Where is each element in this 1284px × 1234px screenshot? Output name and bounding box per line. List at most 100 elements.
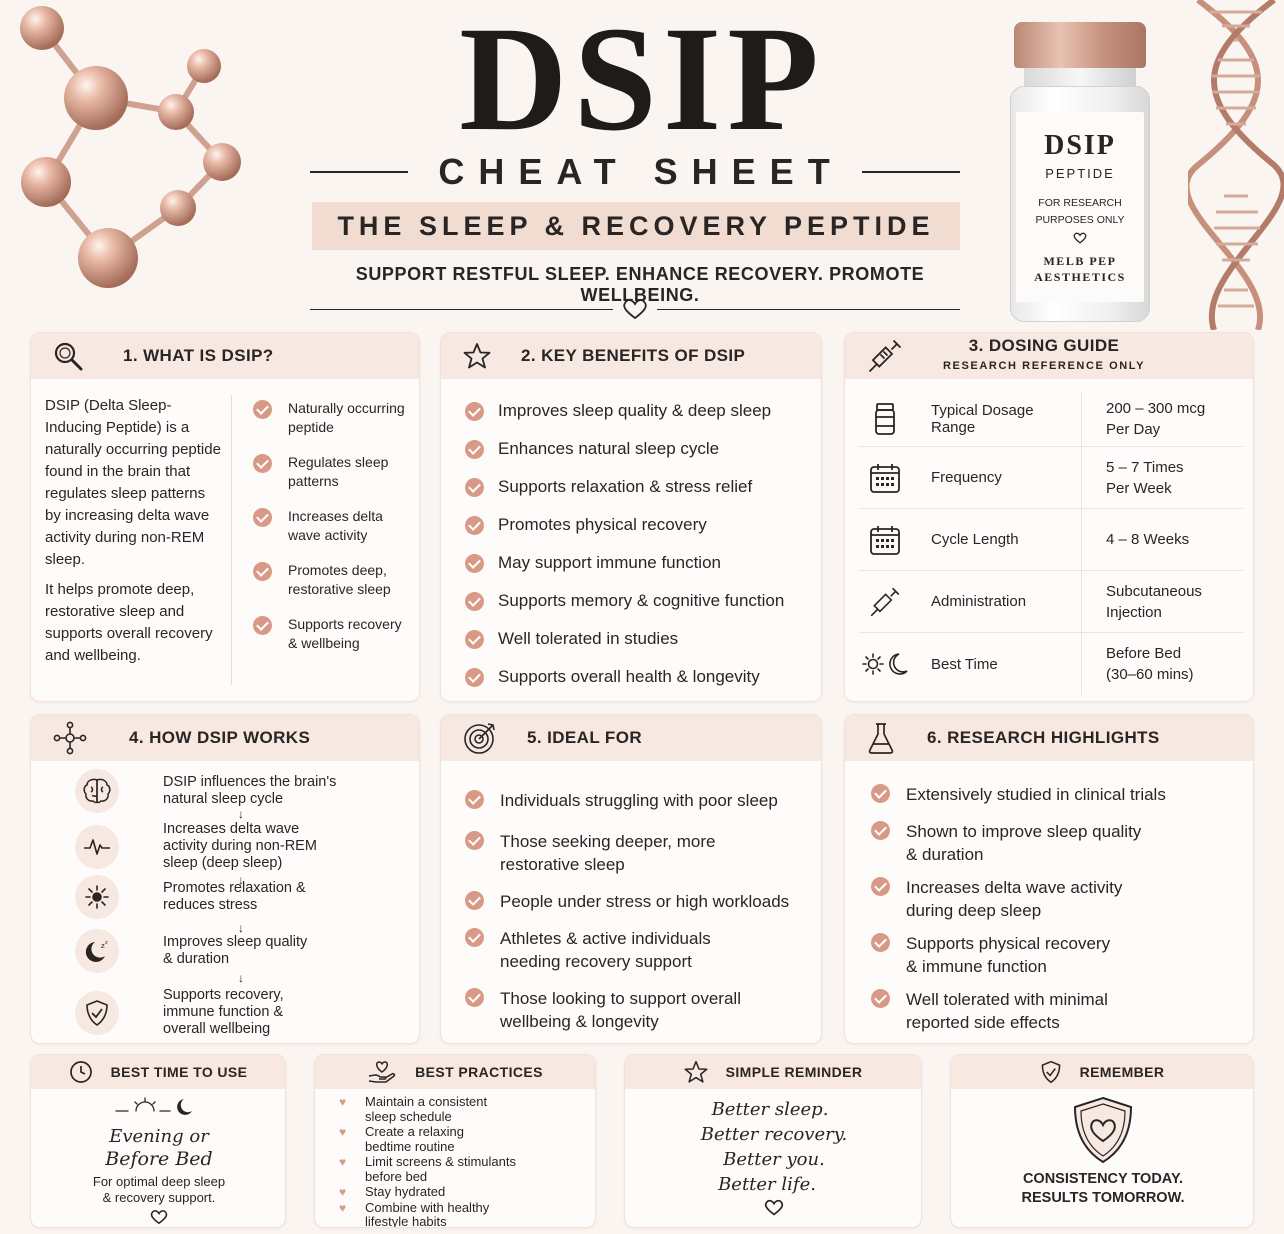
check-icon	[465, 928, 484, 947]
dose-label: Administration	[931, 593, 1027, 610]
arrow-down-icon: ↓	[238, 873, 244, 887]
tagline-band: THE SLEEP & RECOVERY PEPTIDE	[312, 202, 960, 250]
dose-label: Cycle Length	[931, 531, 1019, 548]
calm-icon	[85, 885, 109, 909]
vial-neck	[1024, 68, 1136, 90]
vial-icon	[875, 402, 895, 435]
check-icon	[871, 933, 890, 952]
dose-label: Typical Dosage Range	[931, 401, 1034, 436]
best-time-note: & recovery support.	[102, 1190, 216, 1205]
list-item: Promotes deep, restorative sleep	[253, 561, 419, 599]
clock-icon	[69, 1061, 92, 1083]
heart-bullet-icon: ♥	[339, 1185, 347, 1199]
card-how-dsip-works: 4. HOW DSIP WORKS DSIP influences the br…	[30, 714, 420, 1044]
list-item: Well tolerated in studies	[465, 629, 815, 667]
page-title: DSIP	[459, 0, 825, 162]
card-title: 3. DOSING GUIDE	[968, 336, 1120, 355]
list-item: Supports recovery & wellbeing	[253, 615, 419, 653]
card-simple-reminder: SIMPLE REMINDER Better sleep. Better rec…	[624, 1054, 922, 1228]
check-icon	[871, 877, 890, 896]
card-header: REMEMBER	[951, 1055, 1253, 1089]
list-item: Shown to improve sleep quality& duration	[871, 820, 1221, 866]
flask-icon	[868, 723, 894, 754]
check-icon	[465, 516, 484, 535]
vial-note: FOR RESEARCH	[1038, 197, 1122, 209]
card-header: 5. IDEAL FOR	[441, 715, 821, 761]
best-time-script: Before Bed	[105, 1148, 213, 1170]
shield-check-icon	[1041, 1060, 1060, 1084]
vial-note: PURPOSES ONLY	[1035, 214, 1125, 226]
research-list: Extensively studied in clinical trials S…	[871, 783, 1221, 1034]
heart-icon	[764, 1199, 784, 1216]
check-icon	[465, 790, 484, 809]
arrow-down-icon: ↓	[238, 807, 244, 821]
list-item: Supports memory & cognitive function	[465, 591, 815, 629]
sun-moon-icon	[115, 1097, 192, 1115]
card-remember: REMEMBER CONSISTENCY TODAY. RESULTS TOMO…	[950, 1054, 1254, 1228]
check-icon	[465, 402, 484, 421]
dose-label: Best Time	[931, 655, 998, 673]
heart-icon	[623, 299, 647, 320]
reminder-line: Better sleep.	[711, 1099, 829, 1120]
card-research-highlights: 6. RESEARCH HIGHLIGHTS Extensively studi…	[844, 714, 1254, 1044]
vial-name: DSIP	[1044, 130, 1116, 161]
search-icon	[54, 342, 83, 371]
list-item: Supports overall health & longevity	[465, 667, 815, 701]
sun-moon-icon	[862, 653, 908, 675]
description-paragraph: It helps promote deep, restorative sleep…	[45, 581, 213, 664]
card-what-is-dsip: 1. WHAT IS DSIP? DSIP (Delta Sleep-Induc…	[30, 332, 420, 702]
list-item: Enhances natural sleep cycle	[465, 439, 815, 477]
how-step: Promotes relaxation &reduces stress	[75, 875, 415, 919]
divider	[657, 308, 960, 310]
best-time-script: Evening or	[109, 1126, 209, 1147]
check-icon	[465, 831, 484, 850]
check-icon	[465, 891, 484, 910]
dsip-description: DSIP (Delta Sleep-Inducing Peptide) is a…	[45, 395, 225, 667]
card-header: 4. HOW DSIP WORKS	[31, 715, 419, 761]
dna-illustration	[1188, 0, 1284, 330]
arrow-down-icon: ↓	[238, 971, 244, 985]
divider	[310, 308, 613, 310]
vial-brand: AESTHETICS	[1034, 270, 1126, 284]
remember-line: RESULTS TOMORROW.	[1021, 1190, 1185, 1206]
card-key-benefits: 2. KEY BENEFITS OF DSIP Improves sleep q…	[440, 332, 822, 702]
best-time-note: For optimal deep sleep	[92, 1174, 226, 1189]
divider	[231, 395, 232, 685]
heart-bullet-icon: ♥	[339, 1200, 347, 1215]
page-subtitle: CHEAT SHEET	[438, 151, 844, 192]
card-header: 2. KEY BENEFITS OF DSIP	[441, 333, 821, 379]
card-header: BEST TIME TO USE	[31, 1055, 285, 1089]
vial-cap	[1014, 22, 1146, 68]
check-icon	[253, 616, 272, 635]
ideal-for-list: Individuals struggling with poor sleep T…	[465, 785, 815, 1033]
reminder-line: Better recovery.	[700, 1124, 848, 1145]
vial-type: PEPTIDE	[1045, 166, 1115, 181]
vial-brand: MELB PEP	[1043, 254, 1117, 268]
heart-bullet-icon: ♥	[339, 1095, 347, 1109]
list-item: Regulates sleep patterns	[253, 453, 419, 491]
card-best-time: BEST TIME TO USE Evening or Before Bed F…	[30, 1054, 286, 1228]
heart-icon	[1073, 232, 1087, 244]
card-header: SIMPLE REMINDER	[625, 1055, 921, 1089]
card-header: 3. DOSING GUIDE RESEARCH REFERENCE ONLY	[845, 333, 1253, 379]
check-icon	[871, 989, 890, 1008]
arrow-down-icon: ↓	[238, 921, 244, 935]
list-item: May support immune function	[465, 553, 815, 591]
how-step: Supports recovery,immune function &overa…	[75, 987, 415, 1038]
check-icon	[253, 400, 272, 419]
calendar-icon	[870, 463, 900, 493]
check-icon	[465, 554, 484, 573]
card-title: SIMPLE REMINDER	[725, 1064, 863, 1080]
card-title: REMEMBER	[1079, 1064, 1165, 1080]
list-item: Supports relaxation & stress relief	[465, 477, 815, 515]
svg-text:z: z	[105, 940, 108, 946]
